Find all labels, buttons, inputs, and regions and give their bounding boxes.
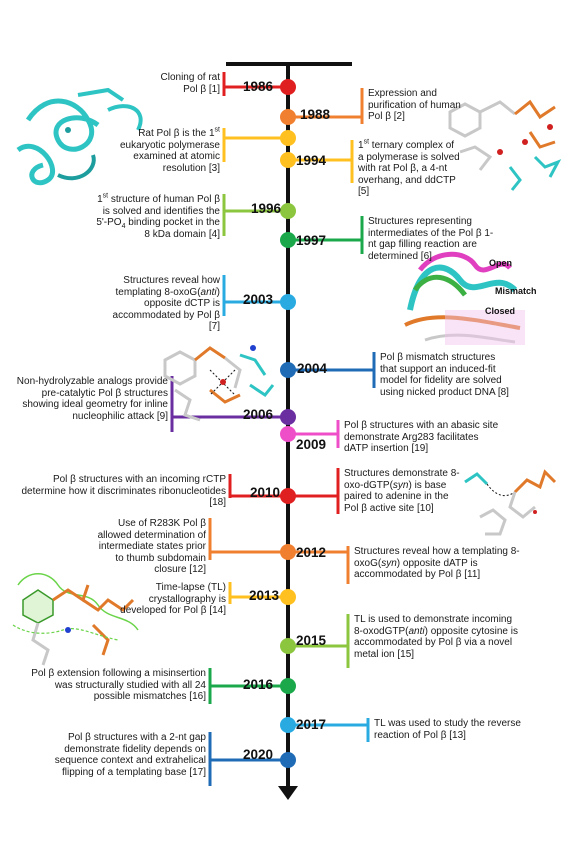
- event-description: Pol β mismatch structures that support a…: [380, 352, 509, 398]
- timeline-node: [280, 752, 296, 768]
- mismatch-label: Mismatch: [495, 286, 537, 296]
- event-nodes: [280, 79, 296, 768]
- event-description: TL was used to study the reverse reactio…: [374, 718, 521, 741]
- event-description: TL is used to demonstrate incoming 8-oxo…: [354, 614, 518, 660]
- event-description: 1st ternary complex of a polymerase is s…: [358, 138, 460, 197]
- timeline-node: [280, 152, 296, 168]
- active-site-illustration-1: [448, 99, 562, 191]
- year-label: 2004: [297, 361, 328, 376]
- year-label: 1997: [296, 233, 326, 248]
- timeline-node: [280, 426, 296, 442]
- year-label: 2016: [243, 677, 274, 692]
- event-description: Time-lapse (TL) crystallography is devel…: [120, 582, 226, 616]
- timeline-node: [280, 488, 296, 504]
- timeline-node: [280, 130, 296, 146]
- year-label: 2020: [243, 747, 273, 762]
- event-description: Structures reveal how templating 8-oxoG(…: [112, 275, 220, 332]
- event-description: Pol β structures with a 2-nt gap demonst…: [54, 732, 206, 778]
- event-description: Structures representing intermediates of…: [368, 216, 494, 262]
- electron-density-illustration: [12, 573, 139, 666]
- year-label: 1996: [251, 201, 282, 216]
- year-label: 2009: [296, 437, 326, 452]
- timeline-node: [280, 409, 296, 425]
- timeline-node: [280, 678, 296, 694]
- open-closed-overlay-illustration: Open Mismatch Closed: [404, 251, 537, 345]
- year-label: 2017: [296, 717, 326, 732]
- oxo-dgtp-illustration: [464, 469, 557, 536]
- timeline-node: [280, 362, 296, 378]
- event-description: Cloning of rat Pol β [1]: [160, 72, 220, 95]
- open-label: Open: [489, 258, 512, 268]
- event-description: Non-hydrolyzable analogs provide pre-cat…: [16, 376, 168, 422]
- event-description: Pol β extension following a misinsertion…: [31, 668, 206, 702]
- event-description: 1st structure of human Pol β is solved a…: [96, 192, 220, 240]
- timeline-node: [280, 544, 296, 560]
- event-description: Structures reveal how a templating 8-oxo…: [354, 546, 520, 580]
- year-label: 2006: [243, 407, 274, 422]
- year-label: 1988: [300, 107, 331, 122]
- year-label: 2013: [249, 588, 280, 603]
- timeline-node: [280, 294, 296, 310]
- timeline-arrowhead: [278, 786, 298, 800]
- timeline-node: [280, 203, 296, 219]
- year-label: 1994: [296, 153, 327, 168]
- event-description: Pol β structures with an incoming rCTP d…: [21, 474, 226, 508]
- year-label: 2012: [296, 545, 326, 560]
- timeline-node: [280, 79, 296, 95]
- closed-label: Closed: [485, 306, 515, 316]
- timeline-node: [280, 232, 296, 248]
- year-label: 1986: [243, 79, 274, 94]
- protein-ribbon-illustration: [16, 87, 143, 186]
- event-description: Pol β structures with an abasic site dem…: [344, 420, 499, 454]
- year-label: 2015: [296, 633, 327, 648]
- analog-geometry-illustration: [163, 345, 275, 422]
- event-description: Rat Pol β is the 1st eukaryotic polymera…: [119, 126, 220, 174]
- timeline-node: [280, 589, 296, 605]
- year-labels: 1986 1988 1994 1996 1997 2003 2004 2006 2009 2010…: [243, 79, 331, 762]
- event-description: Expression and purification of human Pol…: [368, 88, 461, 122]
- event-description: Use of R283K Pol β allowed determination…: [97, 518, 206, 575]
- timeline-node: [280, 717, 296, 733]
- year-label: 2010: [250, 485, 280, 500]
- event-description: Structures demonstrate 8-oxo-dGTP(syn) i…: [344, 468, 460, 514]
- timeline-node: [280, 109, 296, 125]
- event-connectors: [170, 72, 376, 786]
- year-label: 2003: [243, 292, 274, 307]
- timeline-node: [280, 638, 296, 654]
